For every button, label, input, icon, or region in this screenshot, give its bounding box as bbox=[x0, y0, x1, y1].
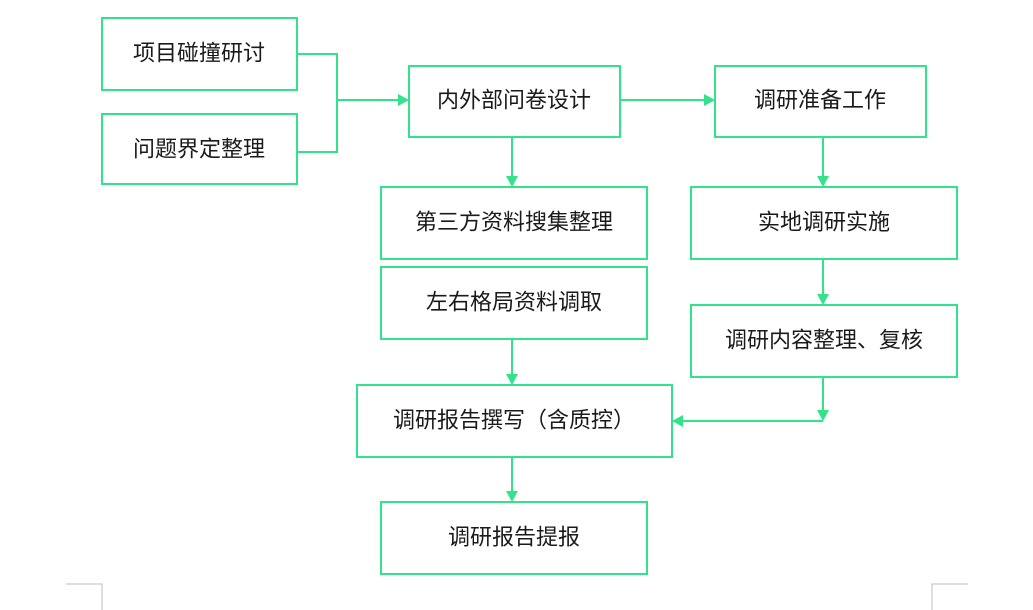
page-corner-mark-right bbox=[931, 583, 968, 610]
node-label: 第三方资料搜集整理 bbox=[415, 211, 613, 236]
node-project-discussion: 项目碰撞研讨 bbox=[101, 17, 298, 91]
arrowhead-to-report-writing bbox=[672, 415, 683, 427]
page-corner-mark-left bbox=[66, 583, 103, 610]
node-label: 实地调研实施 bbox=[758, 211, 890, 236]
connector-problem-definition bbox=[297, 100, 338, 153]
node-report-writing: 调研报告撰写（含质控） bbox=[356, 384, 673, 458]
node-label: 内外部问卷设计 bbox=[437, 89, 591, 114]
node-label: 问题界定整理 bbox=[133, 138, 265, 163]
node-label: 调研准备工作 bbox=[754, 89, 886, 114]
node-label: 左右格局资料调取 bbox=[426, 291, 602, 316]
node-third-party-data: 第三方资料搜集整理 bbox=[380, 186, 648, 260]
connector-project-discussion bbox=[297, 53, 402, 101]
arrowhead-to-content-review bbox=[817, 294, 829, 305]
node-label: 调研报告撰写（含质控） bbox=[393, 409, 635, 434]
node-content-review: 调研内容整理、复核 bbox=[690, 304, 958, 378]
node-research-preparation: 调研准备工作 bbox=[714, 65, 927, 138]
node-field-research: 实地调研实施 bbox=[690, 186, 958, 260]
node-problem-definition: 问题界定整理 bbox=[101, 113, 298, 185]
arrowhead-review-down bbox=[817, 410, 829, 421]
arrowhead-to-research-preparation bbox=[704, 94, 715, 106]
arrowhead-to-questionnaire-design bbox=[398, 94, 409, 106]
arrowhead-from-zuoyou-data bbox=[506, 374, 518, 385]
node-label: 调研内容整理、复核 bbox=[725, 329, 923, 354]
node-report-submission: 调研报告提报 bbox=[380, 501, 648, 575]
arrowhead-to-field-research bbox=[817, 176, 829, 187]
arrowhead-to-report-submission bbox=[506, 491, 518, 502]
arrowhead-to-third-party-data bbox=[506, 176, 518, 187]
node-questionnaire-design: 内外部问卷设计 bbox=[408, 65, 621, 138]
node-zuoyou-data: 左右格局资料调取 bbox=[380, 266, 648, 340]
node-label: 项目碰撞研讨 bbox=[133, 42, 265, 67]
node-label: 调研报告提报 bbox=[448, 526, 580, 551]
